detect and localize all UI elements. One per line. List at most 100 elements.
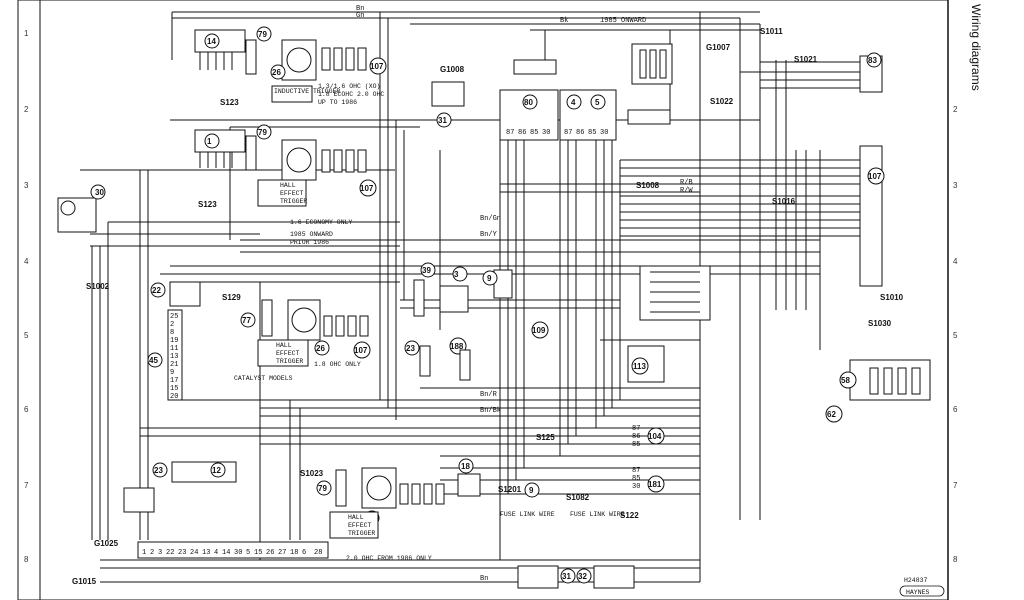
note-fuse-link-1: FUSE LINK WIRE (500, 511, 555, 518)
svg-text:85: 85 (588, 129, 596, 137)
splice-label: S123 (220, 98, 239, 107)
component-14: 14 (194, 29, 246, 70)
svg-text:6: 6 (302, 549, 306, 557)
component-58: 58 (839, 359, 931, 401)
svg-text:181: 181 (648, 480, 662, 489)
component-12: 12 (171, 461, 237, 483)
svg-text:30: 30 (542, 129, 550, 137)
component-45-connector: 45 25 2 8 19 11 13 21 9 17 15 20 (147, 309, 183, 401)
row-number: 1 (24, 29, 29, 38)
svg-text:32: 32 (578, 572, 587, 581)
svg-text:18: 18 (290, 549, 298, 557)
svg-text:77: 77 (242, 316, 251, 325)
connector-label: G1025 (94, 539, 119, 548)
splice-label: S123 (198, 200, 217, 209)
svg-text:8: 8 (170, 329, 174, 337)
splice-label: S1010 (880, 293, 904, 302)
svg-text:19: 19 (170, 337, 178, 345)
svg-text:188: 188 (450, 342, 464, 351)
svg-text:1.3/1.6 OHC (XO): 1.3/1.6 OHC (XO) (318, 83, 380, 90)
component-181: 181 87 85 30 (632, 467, 665, 493)
component-104: 104 87 86 85 (632, 425, 665, 449)
svg-text:2: 2 (150, 549, 154, 557)
svg-text:2: 2 (170, 321, 174, 329)
svg-text:20: 20 (170, 393, 178, 401)
spark-plugs-mid: 107 (321, 149, 377, 197)
svg-text:23: 23 (154, 466, 163, 475)
relay-fuse-mid (627, 109, 671, 125)
splice-label: S1002 (86, 282, 110, 291)
ground-label: G1007 (706, 43, 731, 52)
note-catalyst: CATALYST MODELS (234, 375, 293, 382)
component-26-distributor-mid (281, 139, 317, 181)
component-23-bottom: 23 (123, 462, 168, 513)
svg-text:Bk: Bk (560, 17, 568, 25)
svg-text:Gn: Gn (356, 12, 364, 20)
svg-text:Bn/Y: Bn/Y (480, 231, 498, 239)
spark-plugs-top: 107 (321, 47, 387, 75)
svg-text:24: 24 (190, 549, 198, 557)
note-from1985: 1985 ONWARD (290, 231, 333, 238)
row-number: 2 (953, 105, 958, 114)
svg-text:4: 4 (214, 549, 218, 557)
component-62: 62 (825, 405, 843, 423)
svg-text:HALL: HALL (280, 182, 296, 189)
row-number: 4 (953, 257, 958, 266)
svg-text:86: 86 (576, 129, 584, 137)
svg-text:9: 9 (487, 274, 492, 283)
connector-g1025: 1 2 3 22 23 24 13 4 14 30 5 15 26 27 18 … (137, 541, 329, 559)
svg-text:83: 83 (868, 56, 877, 65)
svg-text:79: 79 (258, 30, 267, 39)
svg-text:31: 31 (562, 572, 571, 581)
svg-text:85: 85 (632, 475, 640, 483)
splice-label: S1021 (794, 55, 818, 64)
component-107-right: 107 (859, 145, 885, 287)
note-inductive: INDUCTIVE TRIGGER (271, 85, 340, 103)
svg-text:HAYNES: HAYNES (906, 589, 930, 596)
note-prior1986: PRIOR 1986 (290, 239, 329, 246)
svg-text:INDUCTIVE TRIGGER: INDUCTIVE TRIGGER (274, 88, 340, 95)
svg-text:23: 23 (178, 549, 186, 557)
component-32: 32 (576, 565, 635, 589)
svg-text:87: 87 (506, 129, 514, 137)
splice-label: S1023 (300, 469, 324, 478)
svg-text:107: 107 (868, 172, 882, 181)
component-31-top: 31 (431, 81, 465, 128)
svg-text:HALL: HALL (276, 342, 292, 349)
svg-text:23: 23 (406, 344, 415, 353)
component-23-mid: 23 (404, 340, 431, 377)
note-model: 1.3/1.6 OHC (XO) 1.8 ECOHC 2.0 OHC UP TO… (318, 83, 384, 106)
svg-text:27: 27 (278, 549, 286, 557)
splice-label: S122 (620, 511, 639, 520)
relay-stack-right (639, 265, 711, 321)
row-numbers-left: 1 2 3 4 5 6 7 8 (24, 29, 29, 564)
svg-text:9: 9 (170, 369, 174, 377)
note-fuse-link-2: FUSE LINK WIRE (570, 511, 625, 518)
svg-text:1: 1 (142, 549, 146, 557)
svg-text:25: 25 (170, 313, 178, 321)
svg-text:Bn/Gn: Bn/Gn (480, 215, 501, 223)
svg-text:4: 4 (571, 98, 576, 107)
publisher-mark: H24837 HAYNES (899, 577, 945, 597)
row-number: 8 (953, 555, 958, 564)
component-109: 109 (531, 321, 549, 339)
svg-text:1.8 ECOHC 2.0 OHC: 1.8 ECOHC 2.0 OHC (318, 91, 384, 98)
svg-text:86: 86 (518, 129, 526, 137)
svg-text:R/B: R/B (680, 179, 693, 187)
svg-text:14: 14 (207, 37, 216, 46)
row-number: 6 (24, 405, 29, 414)
svg-text:85: 85 (530, 129, 538, 137)
svg-text:21: 21 (170, 361, 178, 369)
svg-text:5: 5 (246, 549, 250, 557)
svg-text:58: 58 (841, 376, 850, 385)
svg-text:3: 3 (454, 270, 459, 279)
svg-text:80: 80 (524, 98, 533, 107)
splice-label: S1201 (498, 485, 522, 494)
component-79-lower: 77 (240, 299, 273, 337)
svg-text:EFFECT: EFFECT (280, 190, 304, 197)
svg-text:62: 62 (827, 410, 836, 419)
row-number: 3 (24, 181, 29, 190)
svg-text:UP TO 1986: UP TO 1986 (318, 99, 357, 106)
svg-text:1: 1 (207, 137, 212, 146)
